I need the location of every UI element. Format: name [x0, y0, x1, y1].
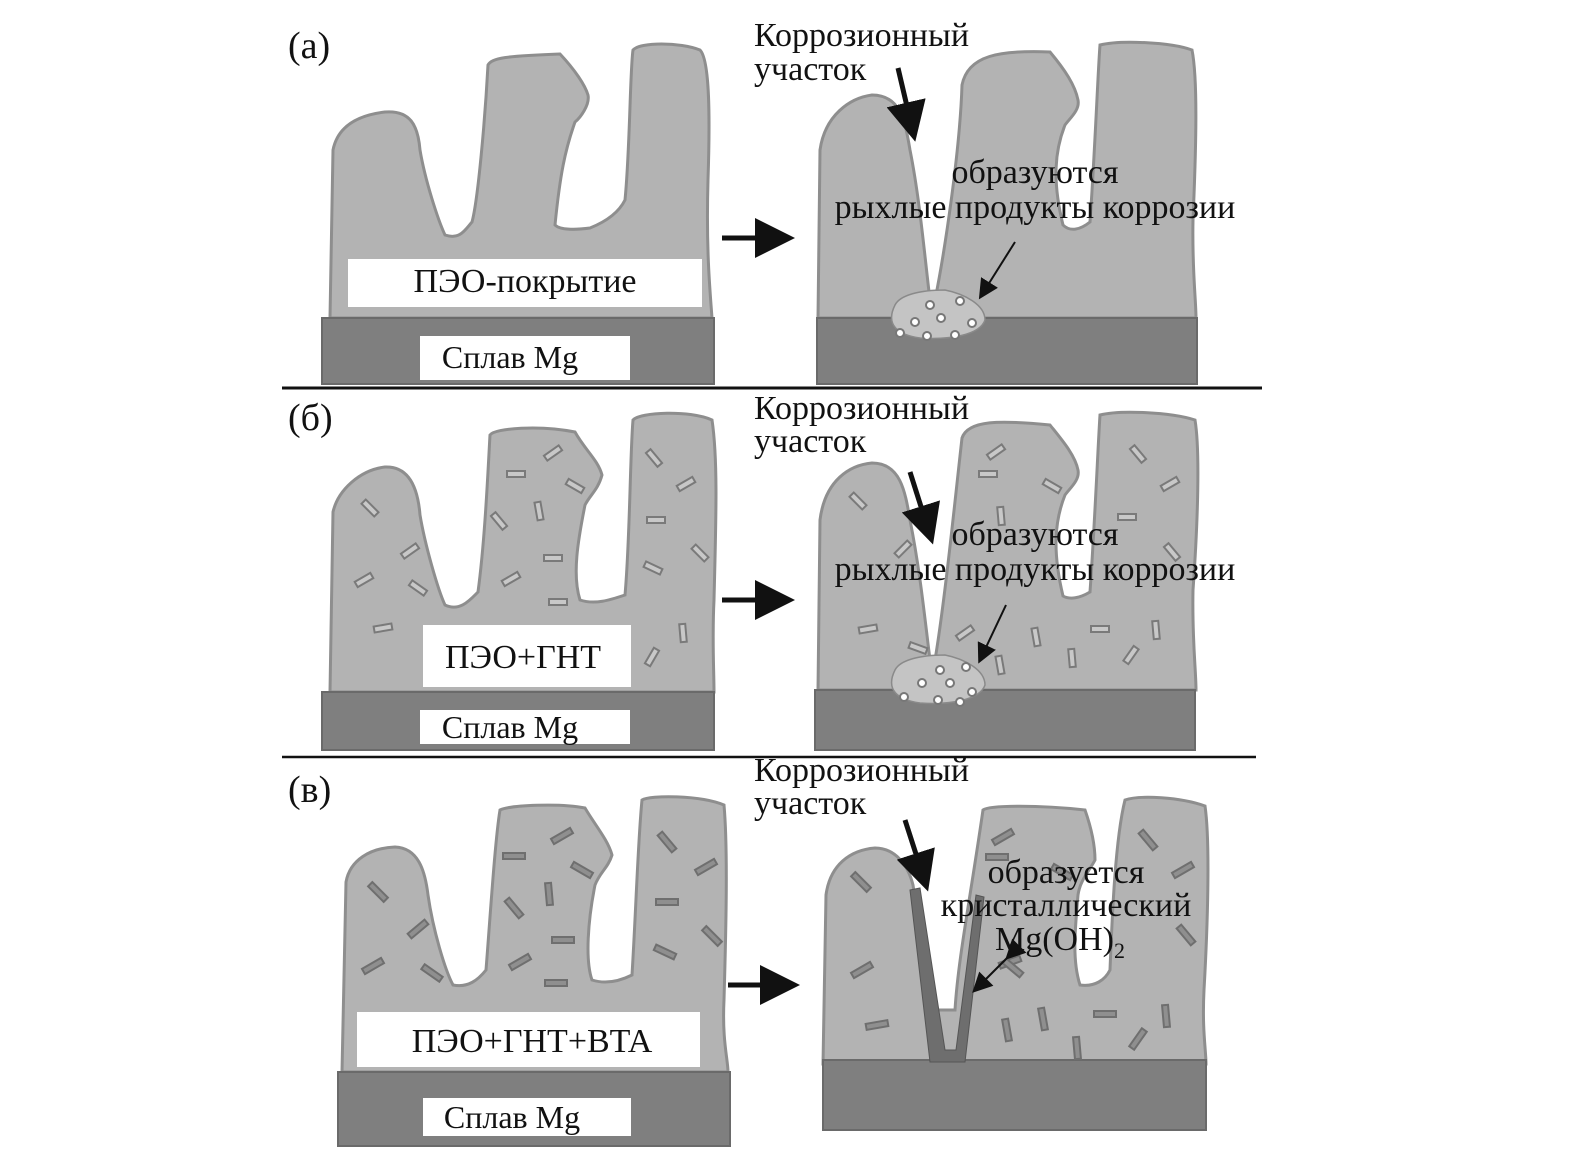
panel-letter: (б) — [288, 397, 333, 439]
coating-after — [814, 410, 1200, 751]
coating-after — [821, 795, 1210, 1131]
corrosion-site-arrow-icon — [901, 471, 940, 545]
result-label-line3: Mg(OH)2 — [995, 921, 1125, 963]
mg-alloy-substrate — [337, 1071, 731, 1147]
corrosion-site-label-line1: Коррозионный — [754, 17, 969, 54]
result-label-line2: рыхлые продукты коррозии — [835, 551, 1236, 588]
result-label-line1: образуются — [951, 154, 1118, 191]
coating-before: ПЭО-покрытие Сплав Mg — [321, 42, 715, 385]
corrosion-site-arrow-icon — [886, 67, 926, 142]
panel-letter: (а) — [288, 25, 330, 67]
substrate-label-box — [420, 336, 630, 380]
corrosion-site-arrow-icon — [896, 819, 935, 892]
nanotubes — [360, 826, 724, 987]
result-label-line2: кристаллический — [941, 887, 1192, 924]
result-pointer-arrow-icon — [977, 604, 1007, 664]
pores — [899, 662, 977, 707]
panel-b: (б) — [288, 390, 1236, 751]
corrosion-site-label-line2: участок — [754, 51, 867, 88]
nanotubes — [848, 442, 1182, 676]
panel-letter: (в) — [288, 769, 331, 811]
corrosion-site-label-line1: Коррозионный — [754, 390, 969, 427]
mg-alloy-substrate — [822, 1059, 1207, 1131]
result-pointer-arrow-icon — [972, 938, 1027, 993]
panel-c: (в) — [288, 752, 1210, 1147]
crystalline-mg-oh2-layer — [909, 887, 985, 1063]
substrate-label: Сплав Mg — [442, 339, 578, 375]
coating-label-box — [357, 1012, 700, 1067]
corrosion-site-label-line1: Коррозионный — [754, 752, 969, 789]
substrate-label: Сплав Mg — [444, 1099, 580, 1135]
pores — [895, 296, 977, 341]
coating-label-box — [348, 259, 702, 307]
coating-after — [816, 40, 1198, 385]
coating-label: ПЭО+ГНТ+BTA — [412, 1023, 653, 1060]
panel-a: (а) ПЭО-покрытие Сплав Mg — [288, 17, 1236, 385]
mg-oh-formula: Mg(OH) — [995, 921, 1114, 958]
coating-label: ПЭО+ГНТ — [445, 639, 601, 676]
result-pointer-arrow-icon — [978, 241, 1016, 300]
corrosion-site-label-line2: участок — [754, 423, 867, 460]
mg-alloy-substrate — [816, 317, 1198, 385]
formula-subscript: 2 — [1114, 938, 1125, 963]
coating-before: ПЭО+ГНТ Сплав Mg — [321, 411, 718, 751]
substrate-label-box — [420, 710, 630, 744]
coating-label-box — [423, 625, 631, 687]
substrate-label: Сплав Mg — [442, 709, 578, 745]
result-label-line1: образуются — [951, 516, 1118, 553]
result-label-line1: образуется — [988, 854, 1145, 891]
result-label-line2: рыхлые продукты коррозии — [835, 189, 1236, 226]
coating-before: ПЭО+ГНТ+BTA Сплав Mg — [337, 795, 731, 1147]
corrosion-site-label-line2: участок — [754, 785, 867, 822]
substrate-label-box — [423, 1098, 631, 1136]
mg-alloy-substrate — [814, 689, 1196, 751]
nanotubes — [353, 443, 710, 668]
coating-label: ПЭО-покрытие — [414, 263, 637, 300]
